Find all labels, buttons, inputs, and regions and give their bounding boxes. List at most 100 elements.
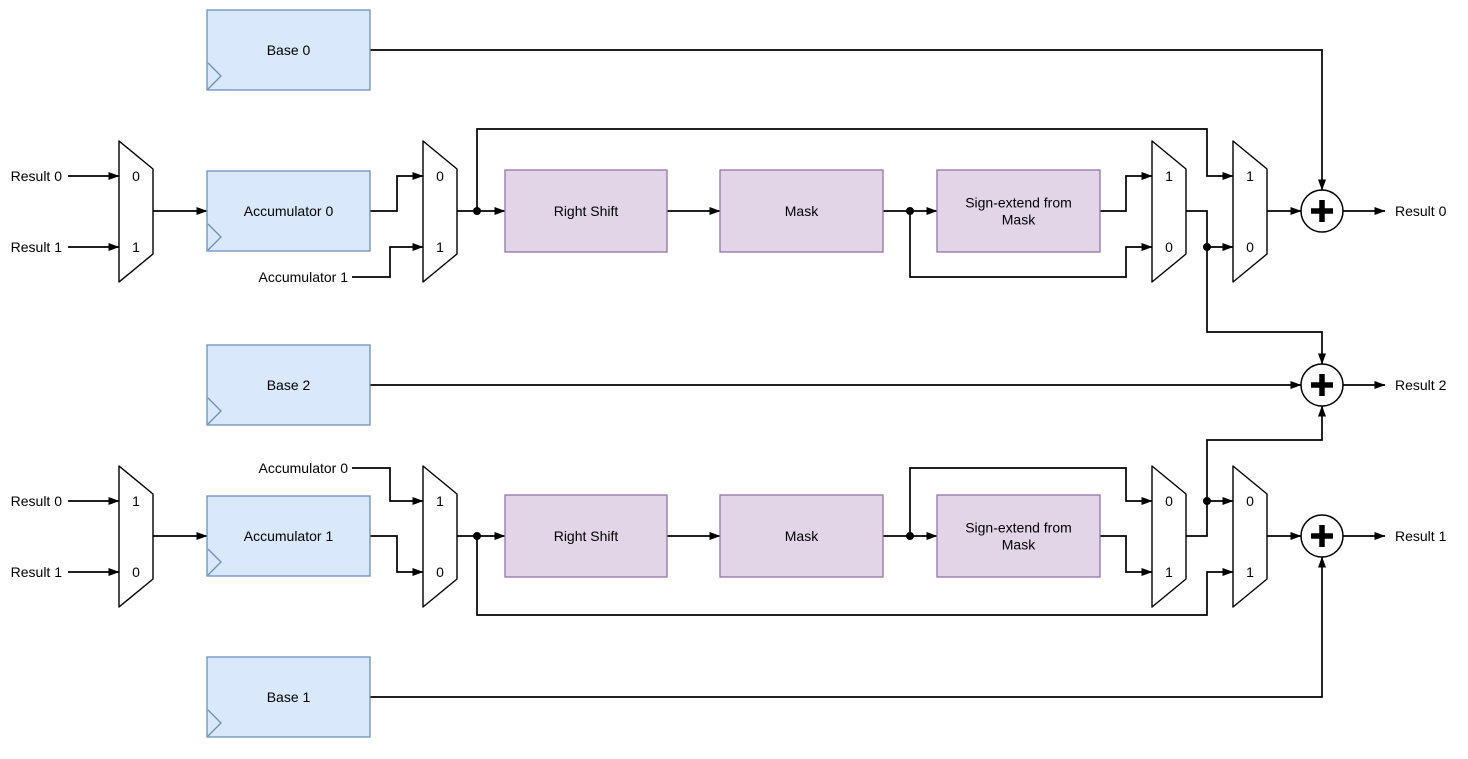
junction-dot [473,532,481,540]
mux-body [422,140,458,283]
mux-body [1232,465,1268,608]
label-input-result-1-bottom: Result 1 [11,564,63,580]
register-base-1: Base 1 [206,656,371,738]
block-right-shift-top: Right Shift [504,169,668,253]
mux-input-mux-top: 01 [118,140,154,283]
register-box [206,9,371,91]
wire-bypass-bottom [476,536,1234,616]
mux-body [1232,140,1268,283]
clock-edge-icon [207,709,222,737]
wire-bypass-top [476,128,1234,211]
mux-port-label: 1 [1165,564,1173,580]
label-output-result-1: Result 1 [1395,528,1447,544]
block-mask-top: Mask [719,169,884,253]
box-label: Mask [785,203,819,219]
register-label: Base 1 [267,689,311,705]
mux-port-label: 0 [1246,493,1254,509]
adder-result-0 [1300,189,1344,233]
junction-dot [906,207,914,215]
adder-plus-icon [1311,525,1333,547]
register-label: Base 0 [267,42,311,58]
mux-output-mux-top: 10 [1232,140,1268,283]
mux-body [1151,465,1187,608]
mux-input-mux-bottom: 10 [118,465,154,608]
wire-acc0-feed-to-acc-mux-bottom [352,467,424,505]
block-right-shift-bottom: Right Shift [504,494,668,578]
function-block-box [936,169,1101,253]
box-label: Mask [785,528,819,544]
register-label: Accumulator 1 [244,528,334,544]
label-output-result-2: Result 2 [1395,377,1447,393]
label-accumulator-0-feed: Accumulator 0 [259,460,349,476]
box-label: Right Shift [554,528,619,544]
mux-port-label: 1 [436,493,444,509]
label-accumulator-1-feed: Accumulator 1 [259,269,349,285]
wire-acc1-to-acc-mux-bottom [370,535,424,576]
register-box [206,656,371,738]
mux-select-mux-top: 10 [1151,140,1187,283]
clock-edge-icon [207,223,222,251]
mux-body [1151,140,1187,283]
wires [68,49,1386,698]
mux-port-label: 0 [436,168,444,184]
clock-edge-icon [207,548,222,576]
junction-dot [1203,243,1211,251]
adder-result-1 [1300,514,1344,558]
label-input-result-1-top: Result 1 [11,239,63,255]
function-block-box [504,494,668,578]
wire-sign-extend-to-select-mux-top [1100,172,1153,212]
adder-result-2 [1300,363,1344,407]
mux-select-mux-bottom: 01 [1151,465,1187,608]
mux-port-label: 0 [1246,239,1254,255]
mux-body [422,465,458,608]
wire-select-mux-to-output-mux-top [1186,210,1234,251]
adder-plus-icon [1311,374,1333,396]
register-accumulator-1: Accumulator 1 [206,495,371,577]
wire-mask-branch-bottom [909,467,1153,536]
wire-acc1-feed-to-acc-mux-top [352,243,424,278]
mux-body [118,465,154,608]
function-block-box [719,169,884,253]
mux-port-label: 0 [1165,493,1173,509]
mux-port-label: 0 [1165,239,1173,255]
mux-body [118,140,154,283]
clock-edge-icon [207,62,222,90]
junction-dot [906,532,914,540]
wire-select-mux-to-output-mux-bottom [1186,497,1234,537]
register-label: Accumulator 0 [244,203,334,219]
mux-output-mux-bottom: 01 [1232,465,1268,608]
wire-bottom-row-to-result2-adder [1206,405,1326,501]
register-accumulator-0: Accumulator 0 [206,170,371,252]
mux-acc-mux-top: 01 [422,140,458,283]
function-block-box [936,494,1101,578]
function-block-box [719,494,884,578]
register-box [206,495,371,577]
register-base-0: Base 0 [206,9,371,91]
register-box [206,170,371,252]
wire-top-row-to-result2-adder [1206,247,1326,365]
mux-port-label: 0 [436,564,444,580]
mux-port-label: 1 [132,493,140,509]
mux-port-label: 1 [1165,168,1173,184]
mux-port-label: 1 [436,239,444,255]
junction-dot [473,207,481,215]
junction-dot [1203,497,1211,505]
block-mask-bottom: Mask [719,494,884,578]
mux-port-label: 1 [132,239,140,255]
mux-port-label: 0 [132,564,140,580]
mux-acc-mux-bottom: 10 [422,465,458,608]
label-input-result-0-top: Result 0 [11,168,63,184]
box-label: Right Shift [554,203,619,219]
label-output-result-0: Result 0 [1395,203,1447,219]
register-base-2: Base 2 [206,344,371,426]
wire-mask-branch-top [909,211,1153,278]
adder-plus-icon [1311,200,1333,222]
wire-sign-extend-to-select-mux-bottom [1100,535,1153,576]
wire-acc0-to-acc-mux-top [370,172,424,212]
wire-base1-to-adder [370,556,1326,698]
